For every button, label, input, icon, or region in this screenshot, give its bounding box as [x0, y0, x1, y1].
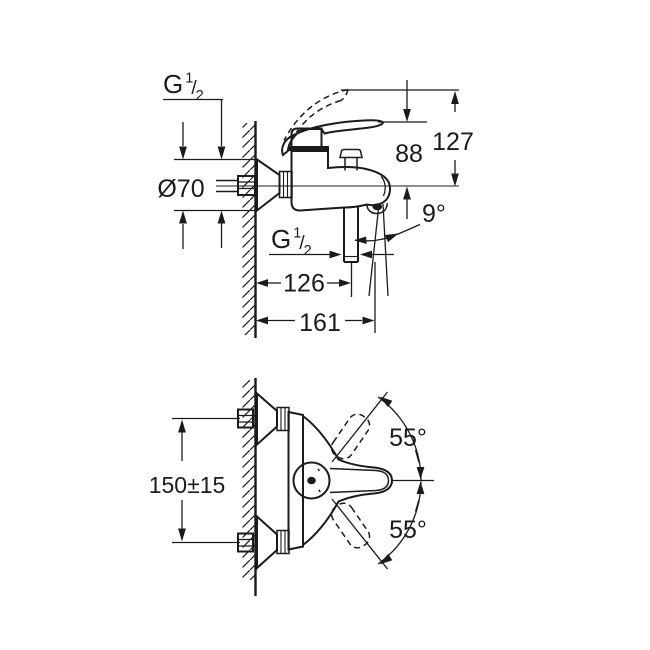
inlet-thread-den: 2	[196, 88, 204, 104]
lever-dot	[307, 476, 316, 485]
inlet-hex-nut	[237, 175, 256, 196]
arrowhead	[256, 316, 268, 325]
leader-line	[414, 449, 420, 463]
wall-hatch	[242, 123, 256, 335]
arrowhead	[256, 279, 268, 287]
inlet-thread-num: 1	[185, 71, 193, 87]
swing-ray-lower	[331, 498, 389, 570]
arrowhead	[354, 236, 367, 244]
lever-pivot-dome	[292, 461, 331, 500]
outlet-thread-g: G	[271, 224, 291, 254]
lever-swung-up-group	[330, 413, 371, 460]
aerator-outline	[366, 202, 389, 215]
diverter-knob-top	[339, 148, 363, 159]
wall-to-spout-tip-label: 161	[299, 309, 341, 337]
escutcheon-cone-upper	[256, 391, 278, 447]
body-and-lever-outline	[302, 415, 394, 546]
arrowhead	[179, 210, 187, 224]
angle-line	[368, 203, 380, 297]
arrowhead	[385, 233, 399, 243]
leader-line	[414, 499, 420, 512]
union-nut-lower-ribs	[280, 530, 286, 554]
union-nut-upper-ribs	[280, 407, 286, 431]
inlet-hex-nut-flats	[238, 181, 255, 190]
wall-to-shower-outlet-label: 126	[283, 270, 325, 298]
arrowhead	[360, 250, 372, 259]
lever-swung-down-dashed	[330, 502, 371, 549]
lever-swung-up-dashed	[330, 413, 371, 460]
height-lever-raised-label: 127	[432, 128, 474, 156]
outlet-thread-num: 1	[293, 226, 301, 242]
cartridge-cap	[290, 127, 323, 147]
escutcheon-diameter-label: Ø70	[157, 175, 204, 203]
hex-nut-upper-flats	[238, 414, 253, 423]
arrowhead	[451, 91, 459, 104]
spout-tip-contour	[380, 176, 386, 197]
diverter-knob-stem	[344, 157, 358, 171]
outlet-thread-slash: /	[299, 233, 305, 254]
lever-swung-down-group	[330, 502, 371, 549]
inlet-thread-slash: /	[191, 78, 197, 99]
lever-handle-raised-dashed	[283, 88, 349, 147]
arrowhead	[217, 146, 226, 160]
arrowhead	[179, 146, 187, 160]
union-nut-upper	[276, 406, 290, 432]
mounting-center-distance-label: 150±15	[149, 472, 226, 498]
swing-ray-upper	[331, 391, 389, 463]
lever-inner-contour	[329, 467, 390, 494]
arrowhead	[178, 528, 186, 542]
wall-hatch	[242, 380, 256, 580]
arrowhead	[329, 250, 342, 259]
arrowhead	[339, 279, 351, 287]
arrowhead	[379, 396, 393, 408]
body-plate	[287, 410, 304, 551]
plan-view: 55° 55° 150±15	[149, 378, 434, 596]
height-lever-label: 88	[395, 140, 423, 168]
arrowhead	[451, 173, 459, 187]
hex-nut-lower-flats	[238, 538, 253, 547]
dome-tick-marks	[317, 468, 321, 493]
leader-line	[396, 223, 421, 236]
lever-swing-up-label: 55°	[389, 424, 427, 452]
arrowhead	[416, 481, 425, 494]
arrowhead	[403, 109, 411, 122]
inlet-thread-g: G	[163, 69, 183, 99]
aerator-opening	[372, 203, 383, 211]
inlet-stub	[216, 179, 238, 193]
arrowhead	[416, 467, 425, 480]
shower-outlet-pipe	[343, 206, 359, 263]
outlet-thread-den: 2	[304, 243, 312, 259]
arrowhead	[403, 186, 411, 200]
angle-line	[382, 203, 389, 297]
escutcheon-cone	[256, 157, 281, 213]
union-nut-lower	[276, 529, 290, 555]
escutcheon-cone-lower	[256, 514, 278, 571]
arrowhead	[362, 316, 375, 325]
lever-swing-down-label: 55°	[389, 516, 427, 544]
union-nut	[278, 170, 293, 199]
union-nut-ribs	[282, 171, 289, 198]
spout-angle-label: 9°	[422, 200, 446, 228]
arrowhead	[217, 210, 226, 224]
mixer-body-and-spout	[290, 150, 392, 212]
arrowhead	[178, 419, 186, 433]
arrowhead	[379, 553, 393, 565]
